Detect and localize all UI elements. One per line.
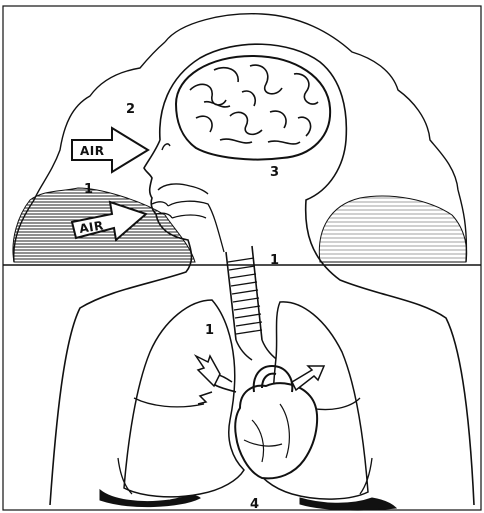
label-2: 2 bbox=[126, 102, 135, 117]
label-4: 4 bbox=[250, 497, 259, 512]
brain bbox=[176, 56, 330, 160]
right-lung-base bbox=[300, 498, 396, 510]
label-1-neck: 1 bbox=[270, 253, 279, 268]
label-3: 3 bbox=[270, 165, 279, 180]
label-1-head: 1 bbox=[84, 182, 93, 197]
shadow-cloud-right bbox=[319, 196, 466, 262]
left-lung bbox=[124, 300, 244, 497]
nose-detail bbox=[158, 144, 208, 194]
label-1-lung: 1 bbox=[205, 323, 214, 338]
air-arrow-nose: AIR bbox=[72, 128, 148, 172]
air-label-nose: AIR bbox=[80, 144, 105, 158]
